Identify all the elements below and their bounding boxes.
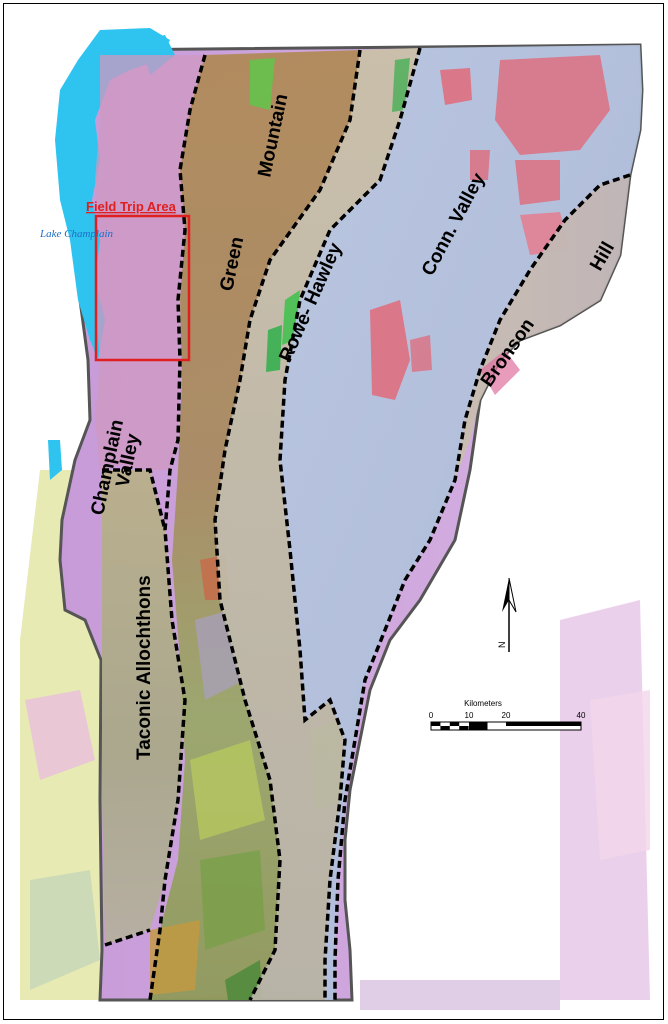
scale-bar: Kilometers 0 10 20 40: [429, 699, 586, 731]
bronson-hill-zone: [455, 175, 630, 480]
label-taconic: Taconic Allochthons: [134, 575, 155, 760]
taconic-zone: [102, 470, 185, 945]
north-arrow: N: [497, 577, 517, 652]
scale-tick-20: 20: [502, 711, 511, 720]
north-label: N: [497, 642, 507, 649]
zone-boundaries: [102, 47, 631, 1001]
granite-plutons: [370, 55, 610, 400]
rowe-hawley-zone: [215, 48, 420, 1000]
lake-champlain-label: Lake Champlain: [39, 228, 114, 240]
field-trip-label: Field Trip Area: [86, 199, 177, 214]
champlain-valley-zone: [95, 55, 205, 470]
scale-tick-10: 10: [465, 711, 474, 720]
scale-tick-0: 0: [429, 711, 434, 720]
bronson-unit: [480, 350, 520, 395]
scale-tick-40: 40: [577, 711, 586, 720]
field-trip-area-box: [94, 214, 191, 362]
conn-valley-zone: [280, 45, 642, 1000]
green-mountain-units: [150, 58, 345, 1000]
scale-title: Kilometers: [464, 699, 502, 708]
